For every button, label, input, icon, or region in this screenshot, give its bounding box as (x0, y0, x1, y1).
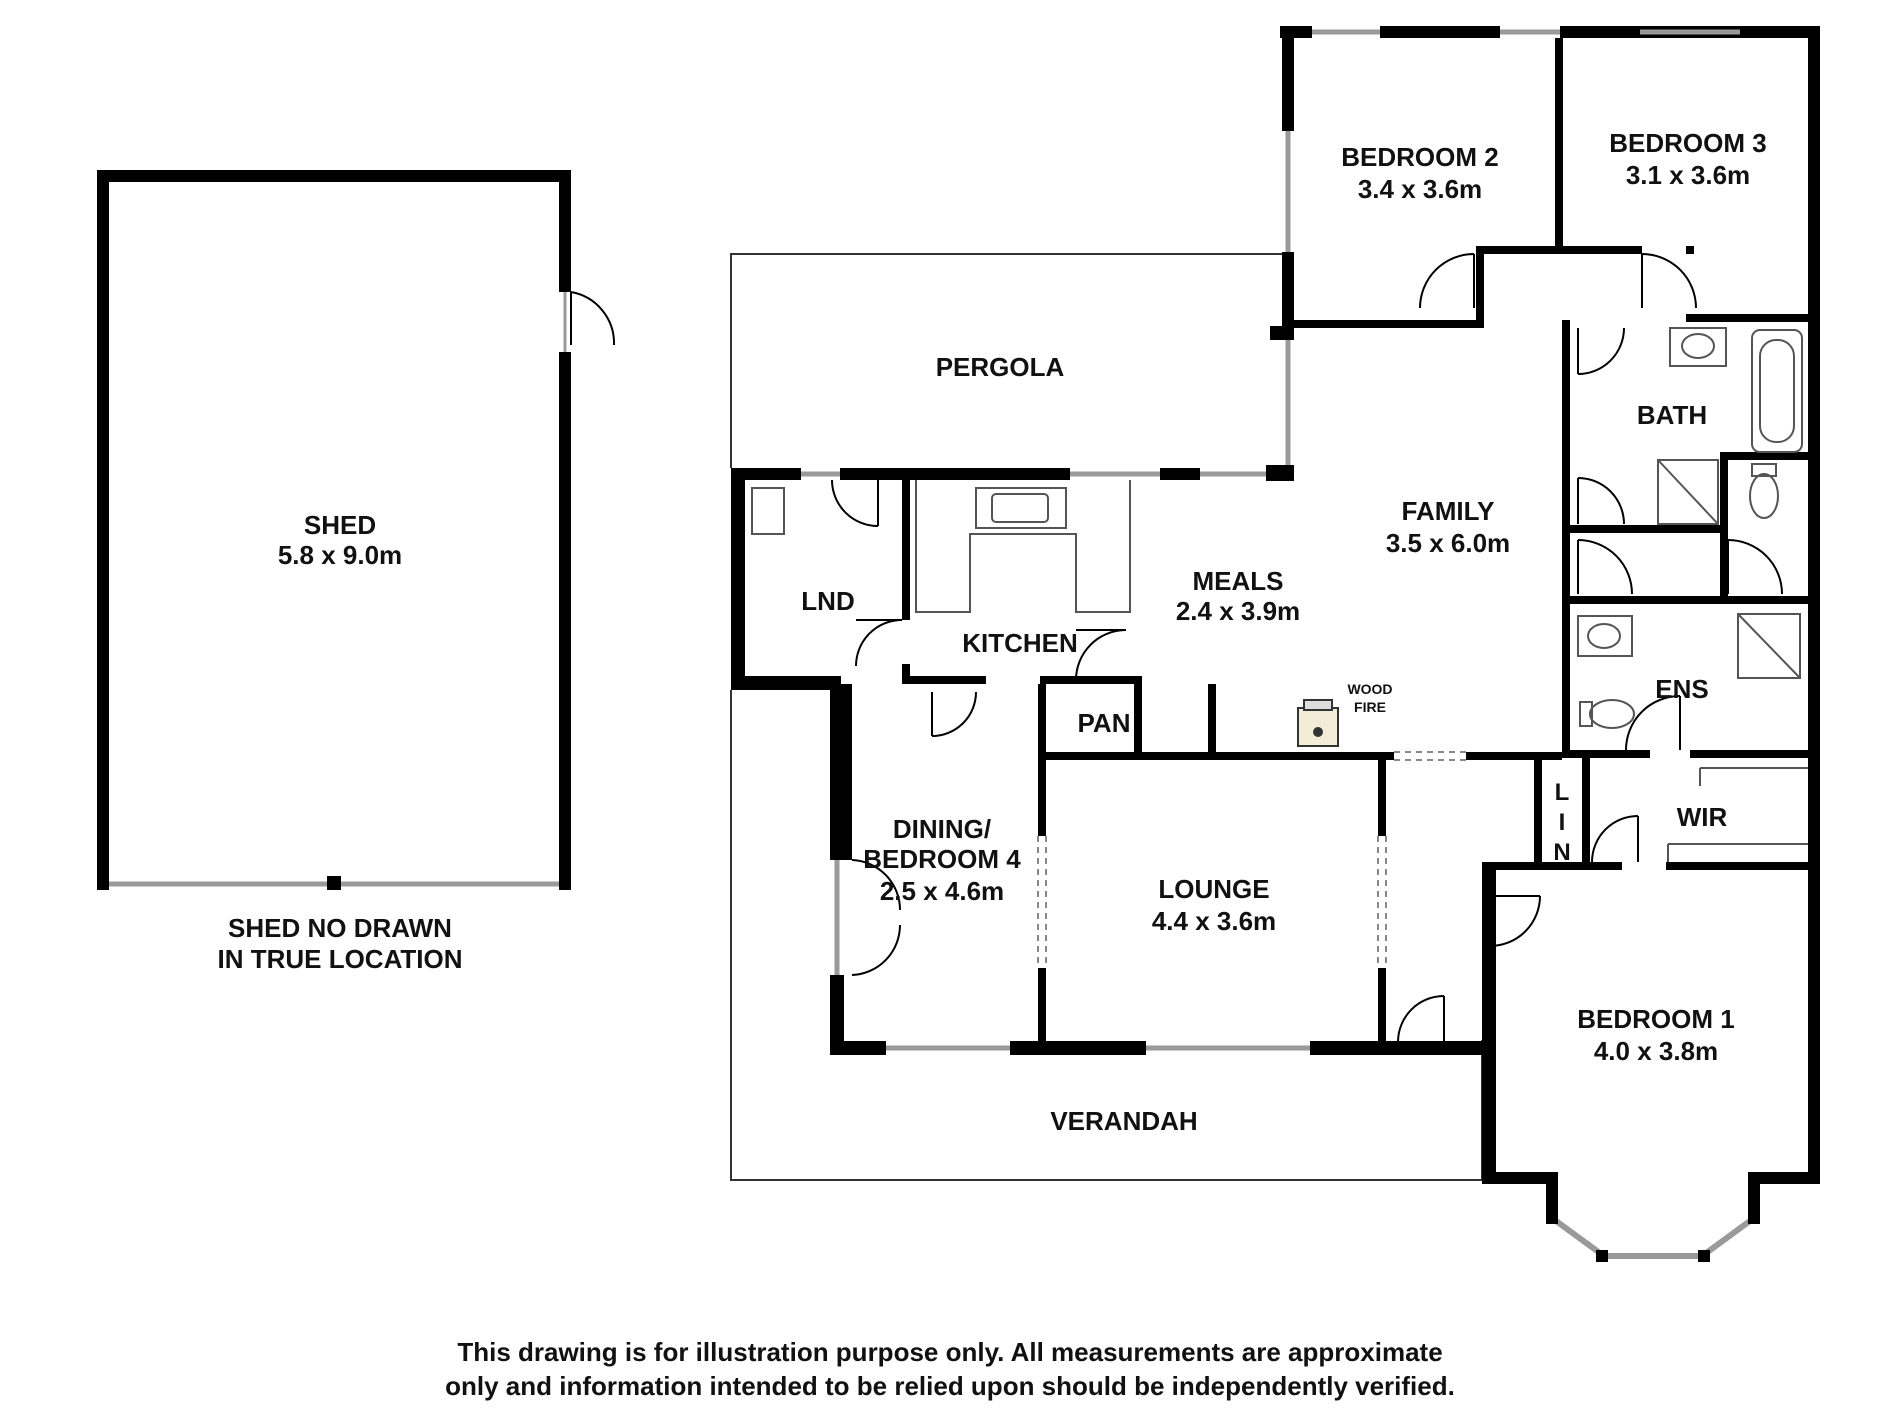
disclaimer-line1: This drawing is for illustration purpose… (457, 1337, 1443, 1367)
pergola-outline (730, 253, 1290, 468)
bedroom3-label: BEDROOM 3 (1609, 128, 1766, 158)
bedroom2-size: 3.4 x 3.6m (1358, 174, 1482, 204)
exterior-walls (731, 26, 1820, 1224)
wood-fire-icon (1297, 699, 1339, 747)
shed-label: SHED (304, 510, 376, 540)
dining-label-line1: DINING/ (893, 814, 991, 844)
family-size: 3.5 x 6.0m (1386, 528, 1510, 558)
shed-door (563, 291, 616, 352)
lnd-label: LND (801, 586, 854, 616)
shed-size: 5.8 x 9.0m (278, 540, 402, 570)
lin-letter-1: L (1555, 779, 1570, 806)
bay-window (1546, 1212, 1760, 1262)
shed-note-line2: IN TRUE LOCATION (217, 944, 462, 974)
sliding-openings (1037, 751, 1466, 968)
dining-size: 2.5 x 4.6m (880, 876, 1004, 906)
wood-fire-line2: FIRE (1354, 699, 1386, 715)
fixtures (751, 327, 1808, 862)
disclaimer-line2: only and information intended to be reli… (445, 1371, 1455, 1401)
pergola-label: PERGOLA (936, 352, 1065, 382)
meals-label: MEALS (1193, 566, 1284, 596)
kitchen-label: KITCHEN (962, 628, 1078, 658)
verandah-label: VERANDAH (1050, 1106, 1197, 1136)
lounge-label: LOUNGE (1158, 874, 1269, 904)
disclaimer: This drawing is for illustration purpose… (0, 1335, 1900, 1403)
wir-label: WIR (1677, 802, 1728, 832)
door-swings (831, 253, 1783, 1043)
family-label: FAMILY (1402, 496, 1495, 526)
meals-size: 2.4 x 3.9m (1176, 596, 1300, 626)
dining-label-line2: BEDROOM 4 (863, 844, 1021, 874)
bedroom2-label: BEDROOM 2 (1341, 142, 1498, 172)
bedroom1-label: BEDROOM 1 (1577, 1004, 1734, 1034)
interior-walls (844, 38, 1808, 1048)
lin-letter-3: N (1553, 839, 1570, 866)
shed-note-line1: SHED NO DRAWN (228, 913, 452, 943)
shed-outline (97, 170, 571, 890)
lin-letter-2: I (1559, 809, 1566, 836)
lounge-size: 4.4 x 3.6m (1152, 906, 1276, 936)
wood-fire-line1: WOOD (1347, 681, 1392, 697)
pan-label: PAN (1078, 708, 1131, 738)
ens-label: ENS (1655, 674, 1708, 704)
bath-label: BATH (1637, 400, 1707, 430)
bedroom1-size: 4.0 x 3.8m (1594, 1036, 1718, 1066)
bedroom3-size: 3.1 x 3.6m (1626, 160, 1750, 190)
